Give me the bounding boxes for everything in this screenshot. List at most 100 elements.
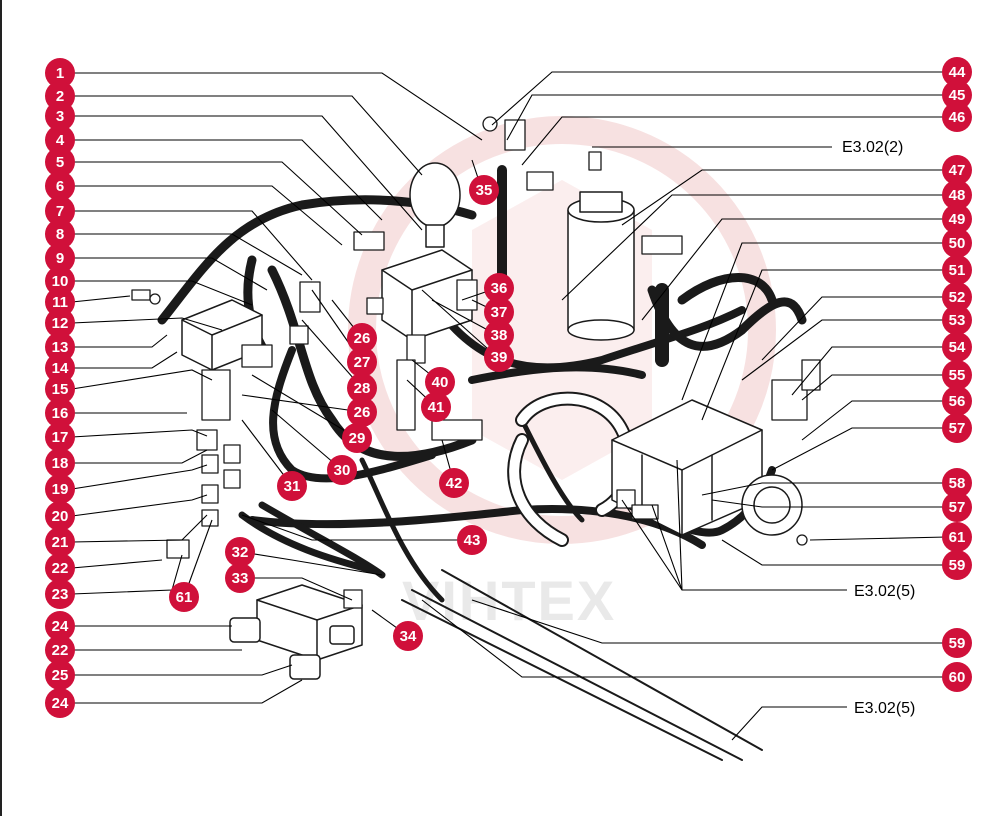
callout-number: 26 (354, 404, 371, 421)
callout-badge: 50 (942, 228, 972, 258)
callout-badge: 36 (484, 273, 514, 303)
callout-circle (45, 688, 75, 718)
callout-number: 7 (56, 203, 64, 220)
callout-badge: 17 (45, 422, 75, 452)
callout-badge: 4 (45, 125, 75, 155)
reference-labels: E3.02(2) E3.02(5) E3.02(5) (842, 139, 915, 717)
callout-badge: 59 (942, 550, 972, 580)
callout-number: 1 (56, 65, 64, 82)
callout-badge: 6 (45, 171, 75, 201)
callout-circle (45, 422, 75, 452)
callout-badge: 43 (457, 525, 487, 555)
callout-badge: 37 (484, 297, 514, 327)
callout-number: 57 (949, 499, 966, 516)
callout-circle (45, 196, 75, 226)
callout-circle (45, 147, 75, 177)
callout-circle (45, 579, 75, 609)
callout-circle (439, 468, 469, 498)
callout-number: 5 (56, 154, 64, 171)
callout-badge: 49 (942, 204, 972, 234)
callout-badge: 46 (942, 102, 972, 132)
callout-badge: 56 (942, 386, 972, 416)
callout-circle (942, 550, 972, 580)
callout-circle (45, 553, 75, 583)
callout-number: 25 (52, 667, 69, 684)
filter-tank (567, 191, 635, 341)
callout-badge: 22 (45, 553, 75, 583)
callout-circle (347, 397, 377, 427)
callout-badge: 55 (942, 360, 972, 390)
callout-number: 15 (52, 381, 69, 398)
callout-badge: 57 (942, 413, 972, 443)
callout-number: 16 (52, 405, 69, 422)
callout-circle (942, 282, 972, 312)
callout-badge: 10 (45, 266, 75, 296)
callout-circle (45, 332, 75, 362)
callout-number: 47 (949, 162, 966, 179)
pump (741, 474, 803, 536)
callout-badge: 44 (942, 57, 972, 87)
callout-number: 50 (949, 235, 966, 252)
callout-circle (45, 527, 75, 557)
callout-number: 11 (52, 294, 68, 311)
callout-circle (469, 175, 499, 205)
callout-circle (45, 243, 75, 273)
callout-badge: 18 (45, 448, 75, 478)
callout-badge: 29 (342, 423, 372, 453)
reference-label-top: E3.02(2) (842, 139, 903, 156)
callout-circle (45, 660, 75, 690)
hose-d (269, 346, 436, 483)
hose-j (248, 505, 706, 549)
callout-circle (347, 347, 377, 377)
callout-circle (942, 332, 972, 362)
hose-n (519, 417, 585, 523)
callout-badge: 31 (277, 471, 307, 501)
pipe-2 (411, 589, 743, 761)
callout-number: 28 (354, 380, 371, 397)
callout-circle (45, 219, 75, 249)
callout-circle (942, 102, 972, 132)
callout-badge: 54 (942, 332, 972, 362)
callout-number: 22 (52, 642, 69, 659)
hose-m (359, 457, 445, 603)
callout-circle (942, 413, 972, 443)
callout-badge: 14 (45, 353, 75, 383)
callout-badge: 47 (942, 155, 972, 185)
callout-badge: 38 (484, 320, 514, 350)
callout-circle (45, 287, 75, 317)
callout-number: 57 (949, 420, 966, 437)
callout-badge: 41 (421, 392, 451, 422)
callout-number: 29 (349, 430, 366, 447)
callout-badge: 53 (942, 305, 972, 335)
callout-badge: 8 (45, 219, 75, 249)
callout-number: 61 (949, 529, 966, 546)
callout-circle (942, 228, 972, 258)
callout-badge: 35 (469, 175, 499, 205)
callout-badge: 25 (45, 660, 75, 690)
callout-number: 32 (232, 544, 249, 561)
callout-circle (393, 621, 423, 651)
callout-number: 21 (52, 534, 69, 551)
callout-number: 46 (949, 109, 966, 126)
callout-circle (45, 125, 75, 155)
callout-number: 19 (52, 481, 69, 498)
callout-circle (347, 323, 377, 353)
hose-l (238, 511, 376, 574)
callout-circle (277, 471, 307, 501)
callout-number: 39 (491, 349, 508, 366)
callout-circle (45, 398, 75, 428)
callout-number: 10 (52, 273, 69, 290)
watermark-text: VIHTEX (402, 569, 616, 632)
callout-circle (347, 373, 377, 403)
callout-number: 52 (949, 289, 966, 306)
callout-number: 4 (56, 132, 65, 149)
callout-circle (942, 492, 972, 522)
callout-number: 26 (354, 330, 371, 347)
callout-badge: 45 (942, 80, 972, 110)
callout-circle (942, 468, 972, 498)
callout-number: 58 (949, 475, 966, 492)
callout-number: 35 (476, 182, 493, 199)
callout-badge: 61 (169, 582, 199, 612)
